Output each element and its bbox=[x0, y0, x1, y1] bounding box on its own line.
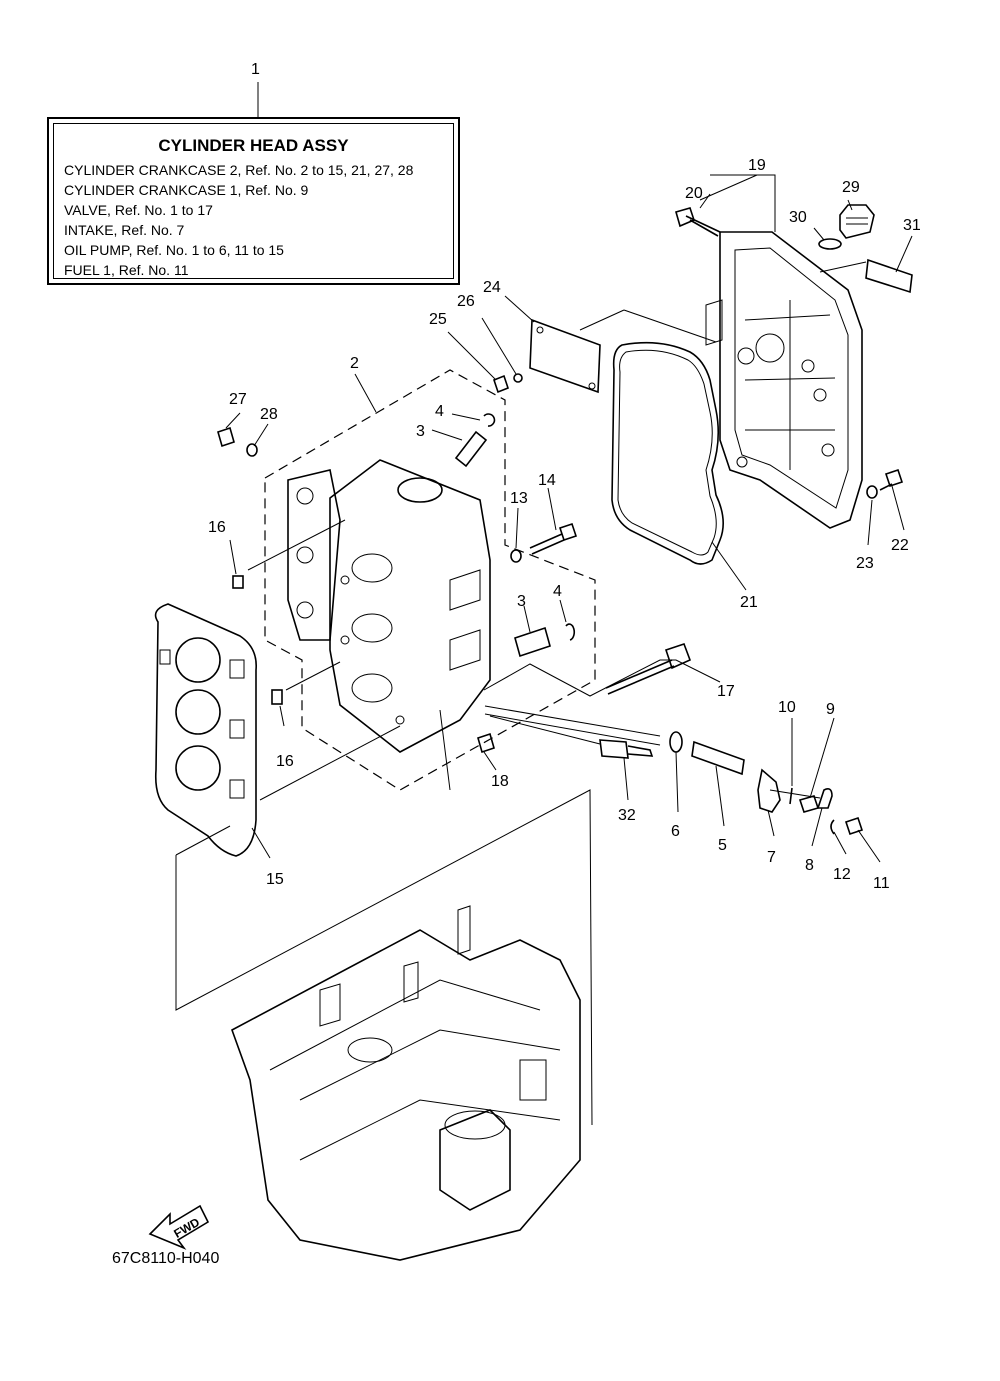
lever-7 bbox=[757, 768, 781, 813]
diagram-code: 67C8110-H040 bbox=[112, 1250, 220, 1267]
bolt-18 bbox=[477, 732, 495, 754]
callout-19: 19 bbox=[748, 157, 766, 174]
callout-14: 14 bbox=[538, 472, 556, 489]
callout-4: 4 bbox=[553, 583, 562, 600]
reference-line: VALVE, Ref. No. 1 to 17 bbox=[64, 202, 213, 218]
head-bolt-17 bbox=[605, 642, 692, 695]
callout-23: 23 bbox=[856, 555, 874, 572]
callout-15: 15 bbox=[266, 871, 284, 888]
callout-20: 20 bbox=[685, 185, 703, 202]
valve-guide-upper bbox=[454, 430, 488, 468]
callout-32: 32 bbox=[618, 807, 636, 824]
thermo-sensor bbox=[599, 739, 654, 759]
fwd-label: FWD bbox=[171, 1215, 202, 1241]
o-ring bbox=[818, 238, 842, 250]
callout-5: 5 bbox=[718, 837, 727, 854]
callout-12: 12 bbox=[833, 866, 851, 883]
callout-3: 3 bbox=[517, 593, 526, 610]
cylinder-head bbox=[287, 459, 491, 753]
reference-line: INTAKE, Ref. No. 7 bbox=[64, 222, 185, 238]
reference-line: CYLINDER CRANKCASE 2, Ref. No. 2 to 15, … bbox=[64, 162, 414, 178]
callout-10: 10 bbox=[778, 699, 796, 716]
dowel-pin-upper bbox=[232, 575, 244, 589]
callout-13: 13 bbox=[510, 490, 528, 507]
callout-26: 26 bbox=[457, 293, 475, 310]
pin-10 bbox=[789, 787, 793, 805]
clip-8 bbox=[816, 788, 833, 809]
cylinder-head-cover bbox=[705, 231, 863, 529]
callout-3: 3 bbox=[416, 423, 425, 440]
dowel-pin-lower bbox=[271, 689, 283, 705]
crankcase bbox=[231, 905, 581, 1261]
callout-9: 9 bbox=[826, 701, 835, 718]
reference-box: CYLINDER HEAD ASSY CYLINDER CRANKCASE 2,… bbox=[47, 117, 460, 285]
callout-11: 11 bbox=[873, 875, 890, 892]
clip-upper bbox=[483, 413, 496, 427]
callout-6: 6 bbox=[671, 823, 680, 840]
cylinder-head-boundary bbox=[264, 369, 596, 791]
reference-box-inner-frame: CYLINDER HEAD ASSY CYLINDER CRANKCASE 2,… bbox=[53, 123, 454, 279]
callout-7: 7 bbox=[767, 849, 776, 866]
shaft-5 bbox=[691, 740, 745, 776]
callout-8: 8 bbox=[805, 857, 814, 874]
callout-2: 2 bbox=[350, 355, 359, 372]
callout-numbers: 1 2 3 3 4 4 5 6 7 8 9 10 11 12 13 14 15 … bbox=[208, 61, 921, 892]
bolt-25 bbox=[493, 374, 509, 394]
callout-29: 29 bbox=[842, 179, 860, 196]
washer-12 bbox=[830, 819, 835, 835]
oil-seal-6 bbox=[669, 731, 683, 753]
reference-line: OIL PUMP, Ref. No. 1 to 6, 11 to 15 bbox=[64, 242, 284, 258]
bolt-27 bbox=[217, 426, 235, 448]
washer-13 bbox=[510, 549, 522, 563]
callout-18: 18 bbox=[491, 773, 509, 790]
washer-23 bbox=[866, 485, 878, 499]
callout-22: 22 bbox=[891, 537, 909, 554]
bolt-11 bbox=[844, 816, 864, 836]
callout-31: 31 bbox=[903, 217, 921, 234]
washer-26 bbox=[513, 373, 523, 383]
callout-21: 21 bbox=[740, 594, 758, 611]
callout-24: 24 bbox=[483, 279, 501, 296]
clip-lower bbox=[565, 623, 576, 641]
washer-28 bbox=[246, 443, 258, 457]
screw-9 bbox=[798, 795, 820, 813]
callout-1: 1 bbox=[251, 61, 260, 78]
valve-guide-lower bbox=[514, 626, 551, 658]
leader-lines bbox=[175, 174, 913, 863]
crankcase-frame-line bbox=[175, 789, 593, 1126]
reference-box-title: CYLINDER HEAD ASSY bbox=[158, 136, 349, 155]
cover-gasket bbox=[611, 341, 724, 565]
caution-label bbox=[865, 258, 913, 294]
oil-filler-cap bbox=[839, 204, 875, 239]
fwd-arrow: FWD bbox=[148, 1204, 210, 1250]
callout-28: 28 bbox=[260, 406, 278, 423]
callout-4: 4 bbox=[435, 403, 444, 420]
plate-24 bbox=[529, 318, 601, 394]
cover-bolt bbox=[675, 207, 721, 237]
callout-30: 30 bbox=[789, 209, 807, 226]
callout-25: 25 bbox=[429, 311, 447, 328]
callout-17: 17 bbox=[717, 683, 735, 700]
reference-line: FUEL 1, Ref. No. 11 bbox=[64, 262, 189, 278]
callout-16: 16 bbox=[208, 519, 226, 536]
bolt-22 bbox=[879, 468, 904, 491]
head-gasket bbox=[154, 603, 257, 857]
callout-27: 27 bbox=[229, 391, 247, 408]
reference-line: CYLINDER CRANKCASE 1, Ref. No. 9 bbox=[64, 182, 309, 198]
bolt-14 bbox=[529, 533, 565, 555]
callout-16: 16 bbox=[276, 753, 294, 770]
